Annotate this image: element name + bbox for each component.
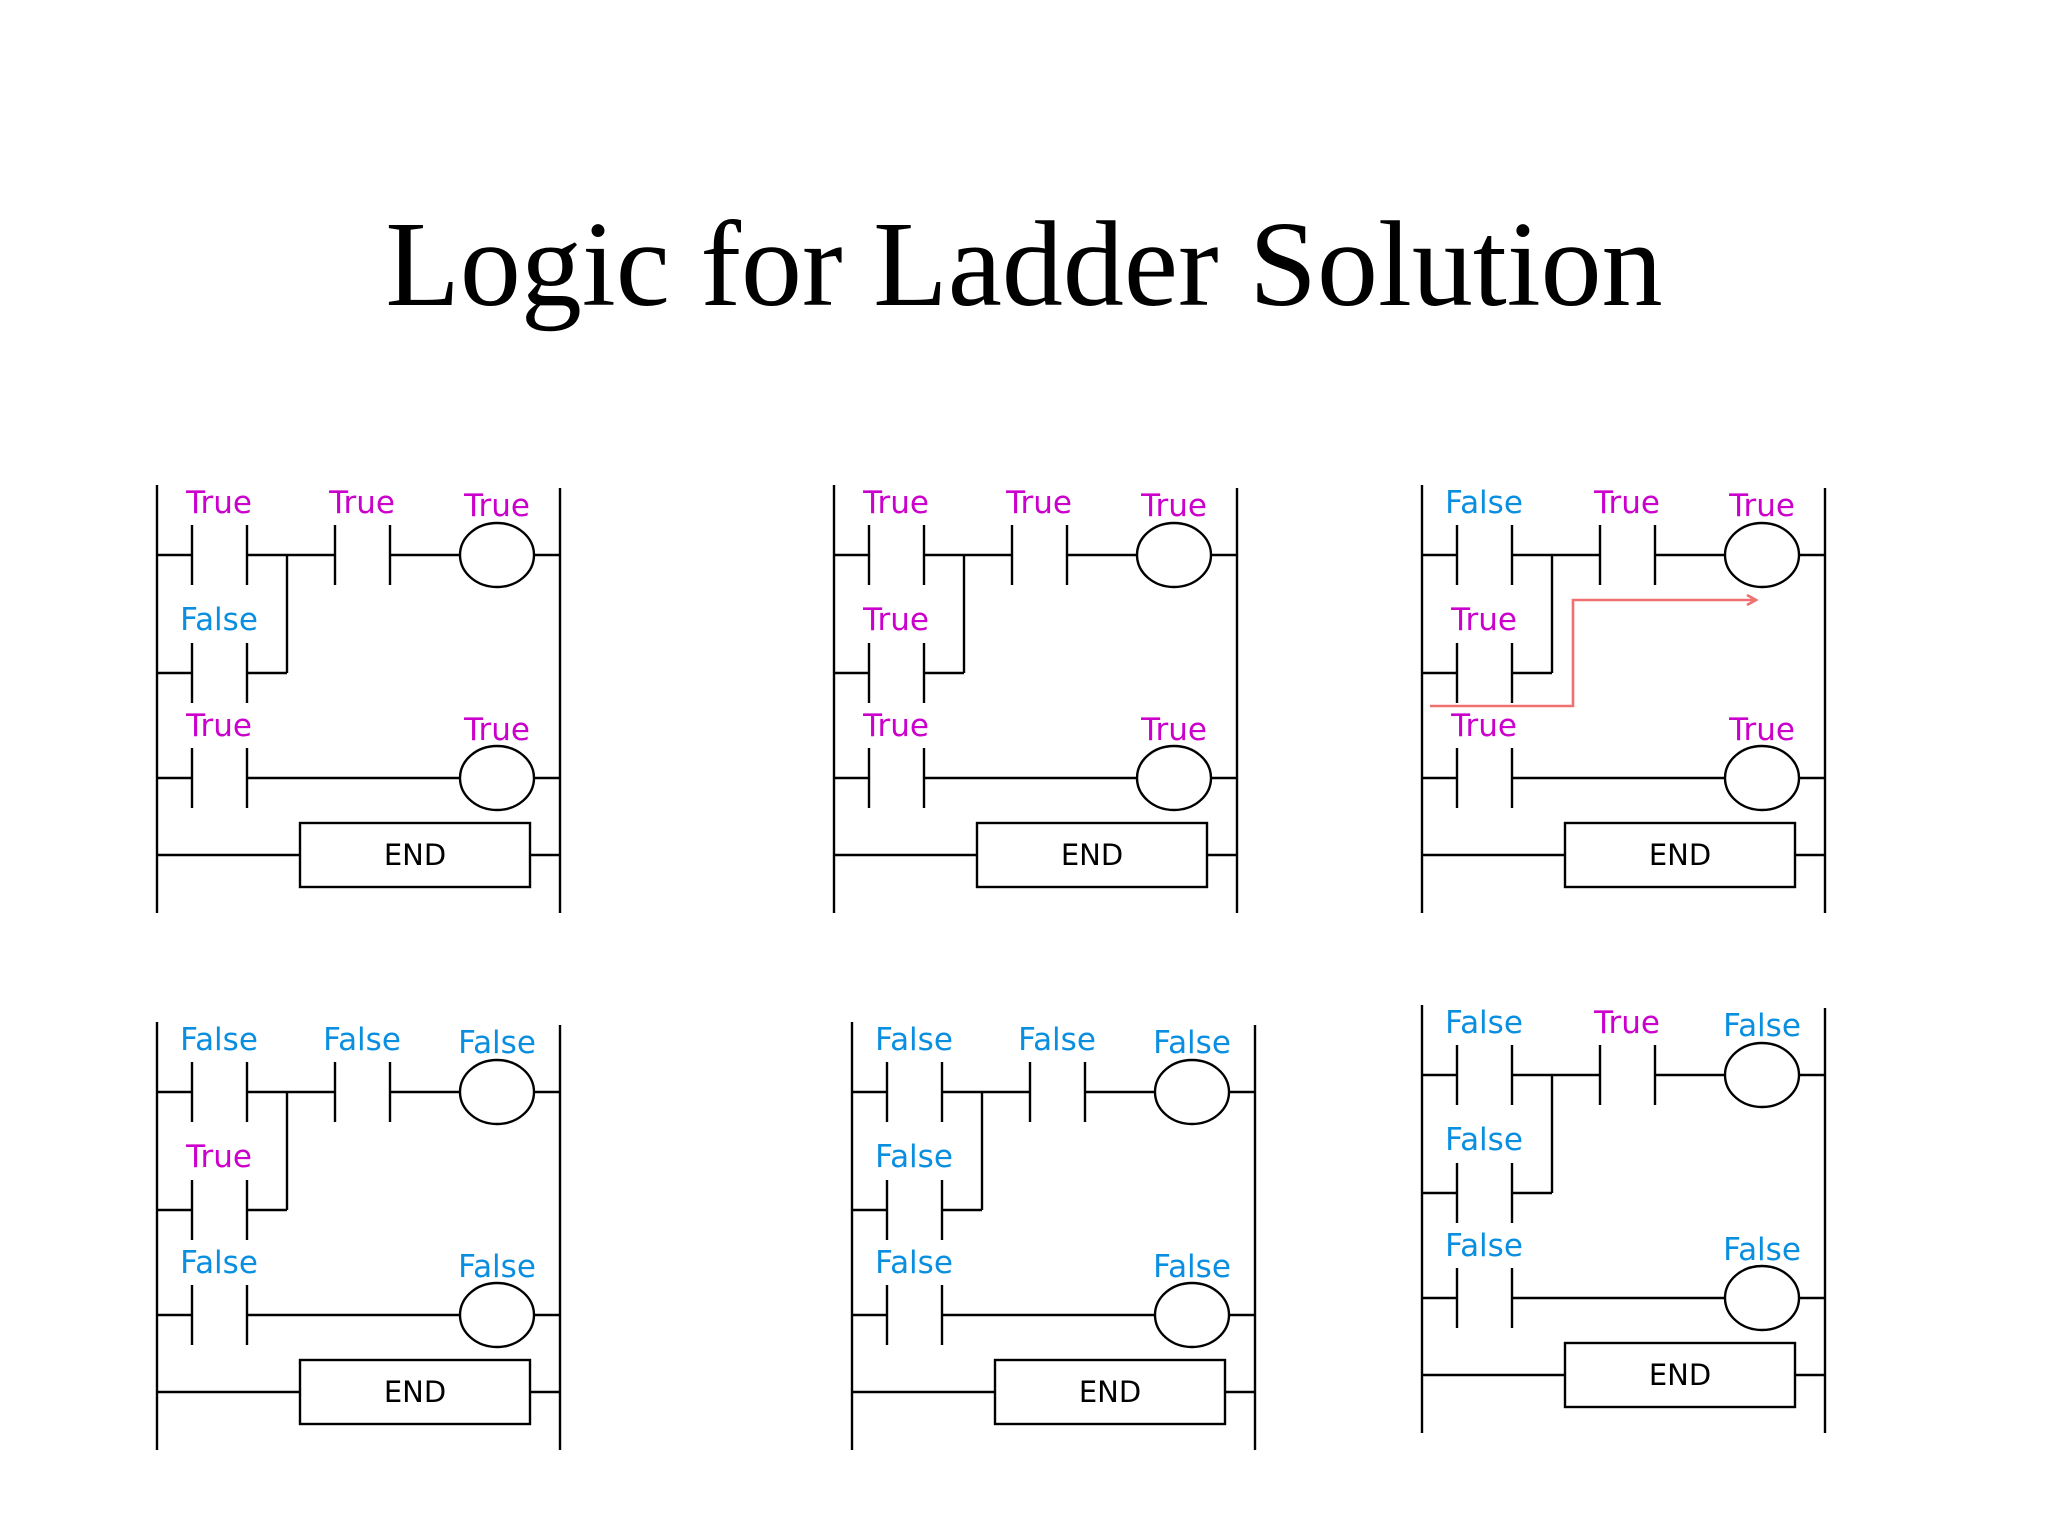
output-coil-1 [458,521,536,589]
contact-d-state: True [1450,708,1517,744]
coil-2-state: False [458,1249,536,1285]
coil-1-state: False [1723,1008,1801,1044]
end-label: END [384,1375,446,1409]
contact-b-state: True [185,1139,252,1175]
contact-c-state: True [1005,485,1072,521]
coil-2-state: False [1723,1232,1801,1268]
coil-1-state: True [1140,488,1207,524]
output-coil-1 [1153,1058,1231,1126]
end-label: END [1649,838,1711,872]
signal-trace-arrowhead [1746,593,1759,607]
ladder-wiring [155,485,562,913]
output-coil-2 [1723,744,1801,812]
contact-c-state: False [323,1022,401,1058]
contact-b-state: False [180,602,258,638]
contact-c-state: True [1593,1005,1660,1041]
ladder-wiring [850,1022,1257,1450]
contact-a-state: False [180,1022,258,1058]
end-label: END [1649,1358,1711,1392]
output-coil-1 [1135,521,1213,589]
end-label: END [1061,838,1123,872]
output-coil-2 [1153,1281,1231,1349]
contact-b-state: False [875,1139,953,1175]
output-coil-1 [1723,1041,1801,1109]
ladder-wiring [1420,1005,1827,1433]
contact-d-state: False [180,1245,258,1281]
signal-trace-line [1430,598,1755,708]
contact-d-state: True [862,708,929,744]
output-coil-1 [1723,521,1801,589]
ladder-wiring [832,485,1239,913]
coil-1-state: False [458,1025,536,1061]
coil-1-state: True [463,488,530,524]
contact-b-state: True [1450,602,1517,638]
coil-2-state: True [1140,712,1207,748]
end-label: END [1079,1375,1141,1409]
contact-a-state: False [1445,1005,1523,1041]
contact-c-state: True [1593,485,1660,521]
contact-c-state: False [1018,1022,1096,1058]
contact-d-state: False [875,1245,953,1281]
output-coil-2 [1135,744,1213,812]
coil-1-state: False [1153,1025,1231,1061]
contact-a-state: True [862,485,929,521]
slide-title: Logic for Ladder Solution [385,197,1663,332]
contact-a-state: False [875,1022,953,1058]
coil-2-state: True [1728,712,1795,748]
coil-2-state: True [463,712,530,748]
ladder-wiring [1420,485,1827,913]
output-coil-2 [458,744,536,812]
contact-a-state: False [1445,485,1523,521]
contact-b-state: False [1445,1122,1523,1158]
output-coil-2 [458,1281,536,1349]
contact-a-state: True [185,485,252,521]
contact-c-state: True [328,485,395,521]
coil-2-state: False [1153,1249,1231,1285]
contact-d-state: False [1445,1228,1523,1264]
contact-b-state: True [862,602,929,638]
output-coil-2 [1723,1264,1801,1332]
contact-d-state: True [185,708,252,744]
output-coil-1 [458,1058,536,1126]
ladder-wiring [155,1022,562,1450]
end-label: END [384,838,446,872]
coil-1-state: True [1728,488,1795,524]
